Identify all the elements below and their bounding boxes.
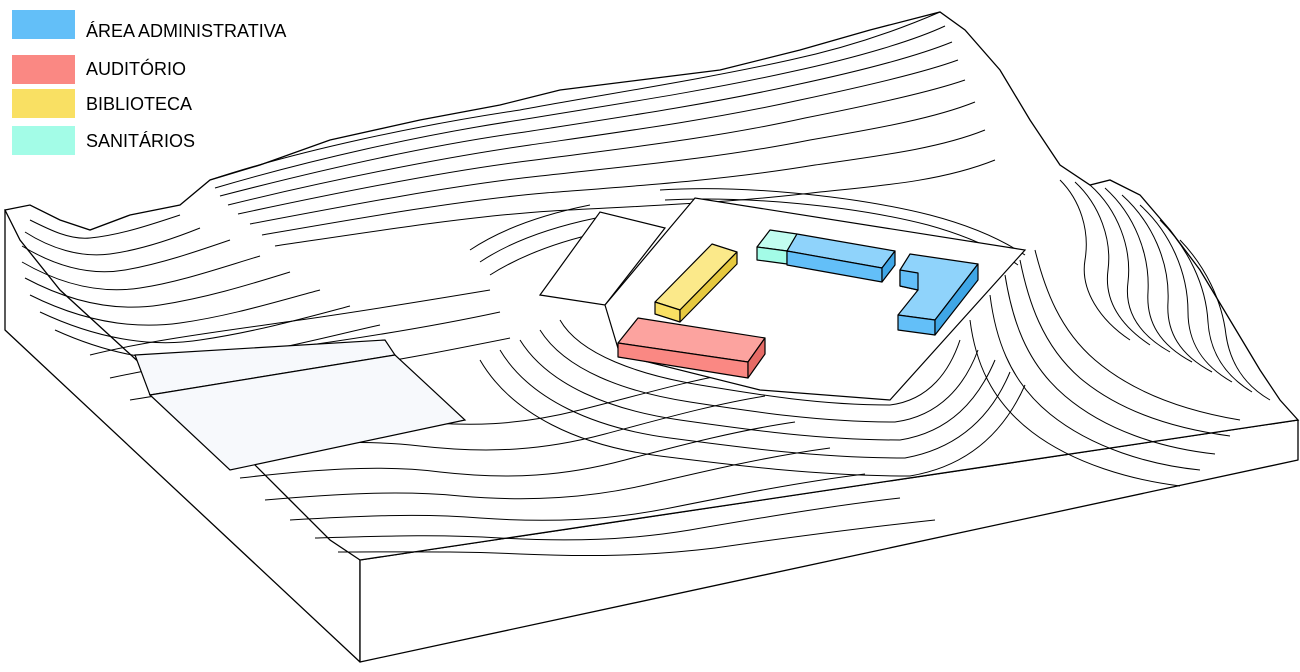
legend-swatch-auditorio xyxy=(12,55,75,84)
building-auditorio xyxy=(617,317,766,379)
building-administrativa-l xyxy=(897,253,979,336)
legend-label-biblioteca: BIBLIOTECA xyxy=(86,94,193,114)
platform-upper xyxy=(538,211,667,306)
sports-field xyxy=(134,339,467,471)
administrativa-long-side xyxy=(881,250,896,283)
contour-lines xyxy=(21,11,1271,557)
legend-label-auditorio: AUDITÓRIO xyxy=(86,59,187,79)
building-administrativa-long xyxy=(786,233,896,283)
legend-label-sanitarios: SANITÁRIOS xyxy=(86,131,196,151)
legend-label-administrativa: ÁREA ADMINISTRATIVA xyxy=(86,21,287,41)
biblioteca-side xyxy=(679,251,738,323)
buildings xyxy=(617,229,979,379)
auditorio-side xyxy=(747,337,766,379)
administrativa-l-side xyxy=(934,263,979,336)
legend-swatch-biblioteca xyxy=(12,89,75,118)
administrativa-l-front-b xyxy=(899,269,919,291)
legend-swatch-sanitarios xyxy=(12,126,75,155)
field-lower-tier xyxy=(148,354,467,471)
building-biblioteca xyxy=(654,243,738,323)
legend-swatch-administrativa xyxy=(12,10,75,39)
